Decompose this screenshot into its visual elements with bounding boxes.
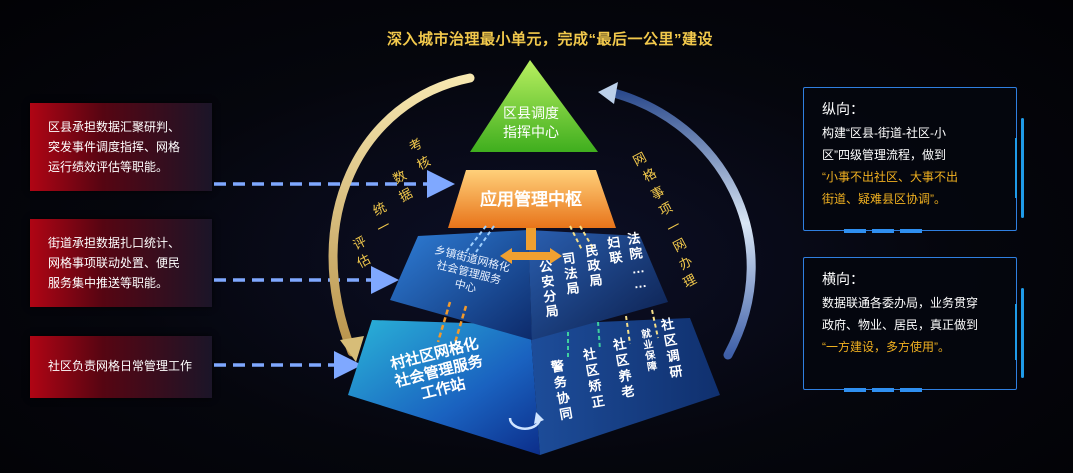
- bottom-dept-3-text: 就业保障: [639, 326, 659, 373]
- bottom-tier-side: [530, 318, 720, 455]
- bottom-dept-4-text: 社区调研: [659, 316, 684, 380]
- street-role-line: 网格事项联动处置、便民: [48, 256, 181, 270]
- street-role-box: 街道承担数据扎口统计、 网格事项联动处置、便民 服务集中推送等职能。: [30, 219, 212, 307]
- cycle-icon-head: [534, 412, 544, 424]
- tier-connector: [651, 309, 659, 339]
- middle-dept-4: 法院……: [626, 230, 647, 291]
- middle-dept-4-text: 法院……: [626, 230, 647, 291]
- top-triangle: [470, 60, 598, 152]
- horizontal-line-highlight: “一方建设，多方使用”。: [822, 340, 950, 354]
- tier-connector: [436, 301, 452, 343]
- horizontal-box: 横向： 数据联通各委办局，业务贯穿 政府、物业、居民，真正做到 “一方建设，多方…: [803, 257, 1024, 392]
- left-arc-char: 估: [354, 251, 373, 270]
- bottom-dash: [872, 229, 894, 233]
- left-arc-char: 数: [390, 167, 409, 186]
- right-arc-head: [598, 82, 618, 104]
- four-way-arrow-icon: [500, 228, 562, 264]
- vertical-line-highlight: 街道、疑难县区协调”。: [822, 192, 946, 206]
- tier-connector: [452, 305, 468, 347]
- left-arc-char: 统: [370, 199, 389, 218]
- right-arc-char: 一: [664, 217, 683, 236]
- left-arc-char: 据: [396, 185, 415, 204]
- bottom-dept-4: 社区调研: [659, 316, 684, 380]
- county-role-box: 区县承担数据汇聚研判、 突发事件调度指挥、网格 运行绩效评估等职能。: [30, 103, 212, 191]
- bottom-dept-2-text: 社区养老: [611, 336, 637, 401]
- bottom-dept-1: 社区矫正: [581, 346, 606, 410]
- side-bar: [1021, 118, 1024, 218]
- bottom-dash: [900, 388, 922, 392]
- vertical-line-highlight: “小事不出社区、大事不出: [822, 170, 958, 184]
- vertical-box: 纵向： 构建“区县-街道-社区-小 区”四级管理流程，做到 “小事不出社区、大事…: [803, 87, 1024, 233]
- hub-label: 应用管理中枢: [480, 189, 582, 209]
- horizontal-line: 政府、物业、居民，真正做到: [822, 318, 979, 332]
- middle-tier-face: [390, 230, 532, 340]
- tier-connector: [597, 321, 601, 351]
- county-role-line: 运行绩效评估等职能。: [48, 160, 169, 174]
- middle-dept-1: 司法局: [561, 250, 580, 296]
- bottom-dash: [900, 229, 922, 233]
- street-role-line: 街道承担数据扎口统计、: [48, 236, 181, 250]
- bottom-tier-face: [348, 320, 540, 455]
- bottom-dash: [872, 388, 894, 392]
- tier-connector: [625, 315, 631, 345]
- middle-dept-2: 民政局: [584, 242, 604, 289]
- hub-connector: [569, 225, 583, 251]
- right-arc-char: 理: [680, 271, 699, 290]
- bottom-dash: [844, 388, 866, 392]
- right-arc-char: 格: [640, 165, 659, 184]
- left-arc-char: 一: [374, 217, 393, 236]
- middle-dept-0: 公安分局: [538, 258, 559, 319]
- left-arc: [328, 73, 475, 357]
- street-role-line: 服务集中推送等职能。: [48, 276, 169, 290]
- right-arc-char: 网: [670, 235, 689, 254]
- community-role-box: 社区负责网格日常管理工作: [30, 336, 212, 398]
- county-role-line: 突发事件调度指挥、网格: [48, 140, 181, 154]
- side-bar: [1015, 304, 1017, 360]
- hub-block: [448, 170, 616, 228]
- bottom-dept-2: 社区养老: [611, 336, 637, 401]
- middle-dept-0-text: 公安分局: [538, 258, 559, 319]
- bottom-dept-1-text: 社区矫正: [581, 346, 606, 410]
- page-title: 深入城市治理最小单元，完成“最后一公里”建设: [386, 31, 713, 48]
- middle-dept-3: 妇联: [605, 234, 623, 266]
- hub-connector: [465, 225, 487, 253]
- hub-connector: [475, 225, 495, 253]
- vertical-line: 构建“区县-街道-社区-小: [822, 126, 946, 140]
- vertical-line: 区”四级管理流程，做到: [822, 148, 946, 162]
- bottom-dept-0-text: 警务协同: [550, 358, 575, 422]
- middle-tier-side: [528, 230, 668, 340]
- community-role-line: 社区负责网格日常管理工作: [48, 359, 193, 373]
- right-arc-char: 项: [656, 199, 675, 218]
- right-arc: [605, 87, 756, 360]
- right-arc-char: 办: [676, 253, 695, 272]
- middle-dept-3-text: 妇联: [605, 234, 623, 266]
- left-arc-char: 考: [406, 135, 425, 154]
- right-arc-char: 事: [648, 183, 667, 202]
- left-arc-head: [340, 336, 364, 362]
- top-label-line: 指挥中心: [503, 124, 559, 140]
- right-arc-char: 网: [630, 149, 649, 168]
- left-arc-char: 评: [350, 233, 369, 252]
- vertical-title: 纵向：: [822, 101, 864, 117]
- side-bar: [1015, 138, 1017, 198]
- middle-dept-1-text: 司法局: [561, 250, 580, 296]
- middle-dept-2-text: 民政局: [584, 242, 604, 289]
- county-role-line: 区县承担数据汇聚研判、: [48, 120, 181, 134]
- middle-departments: 公安分局司法局民政局妇联法院……: [538, 230, 647, 319]
- side-bar: [1021, 288, 1024, 378]
- horizontal-line: 数据联通各委办局，业务贯穿: [822, 296, 979, 310]
- hub-connector: [579, 225, 595, 251]
- bottom-dept-3: 就业保障: [639, 326, 659, 373]
- horizontal-title: 横向：: [822, 271, 864, 287]
- bottom-dept-0: 警务协同: [550, 358, 575, 422]
- middle-face-line: 中心: [453, 277, 477, 295]
- bottom-dash: [844, 229, 866, 233]
- top-label-line: 区县调度: [503, 105, 559, 121]
- left-arc-char: 核: [414, 153, 433, 172]
